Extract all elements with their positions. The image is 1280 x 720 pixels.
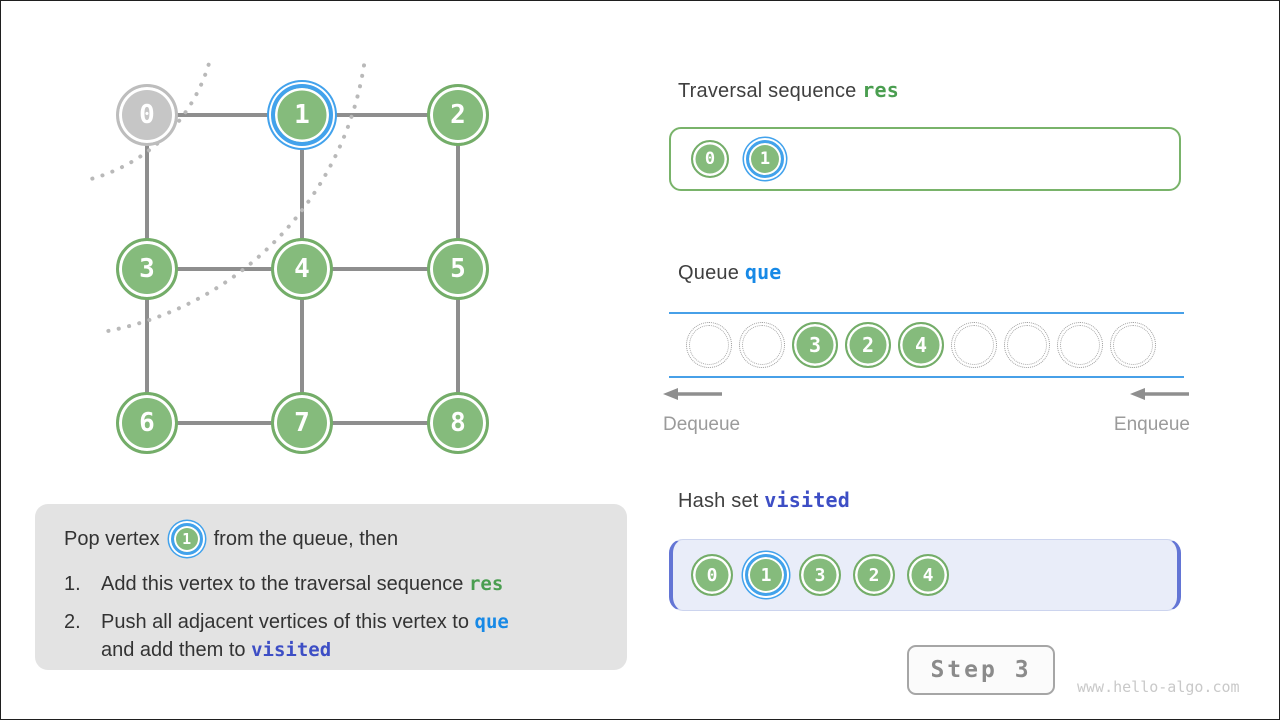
watermark: www.hello-algo.com (1077, 678, 1240, 696)
explanation-item-number: 2. (64, 611, 81, 633)
visited-item-2: 2 (853, 554, 895, 596)
enqueue-caption: Enqueue (1114, 387, 1190, 436)
explanation-list: 1. Add this vertex to the traversal seque… (64, 570, 609, 664)
explanation-item-text: Push all adjacent vertices of this verte… (101, 611, 509, 661)
que-variable-label: que (744, 260, 782, 284)
explanation-box: Pop vertex 1 from the queue, then 1. Add … (35, 504, 627, 670)
graph-vertex-2: 2 (427, 84, 489, 146)
graph-vertex-6: 6 (116, 392, 178, 454)
queue-header: Queue que (678, 260, 782, 285)
queue-empty-slot-1 (739, 322, 785, 368)
graph-vertex-8: 8 (427, 392, 489, 454)
intro-text-before: Pop vertex (64, 527, 160, 550)
graph-vertex-0: 0 (116, 84, 178, 146)
res-item-1: 1 (746, 140, 784, 178)
graph-vertex-7: 7 (271, 392, 333, 454)
popped-vertex-badge: 1 (170, 523, 203, 555)
visited-variable-label: visited (764, 488, 850, 512)
explanation-item-1: 1. Add this vertex to the traversal seque… (64, 570, 609, 598)
enqueue-arrow-icon (1130, 388, 1189, 400)
queue-empty-slot-8 (1110, 322, 1156, 368)
explanation-intro: Pop vertex 1 from the queue, then (64, 518, 609, 560)
bfs-wave-arc-2 (105, 63, 366, 334)
hash-set-title: Hash set (678, 490, 759, 512)
res-variable-label: res (862, 78, 900, 102)
dequeue-caption: Dequeue (663, 387, 740, 436)
visited-item-1: 1 (745, 554, 787, 596)
queue-item-4: 4 (898, 322, 944, 368)
intro-text-after: from the queue, then (213, 527, 399, 550)
queue-title: Queue (678, 262, 740, 284)
traversal-sequence-title: Traversal sequence (678, 80, 857, 102)
traversal-sequence-header: Traversal sequence res (678, 78, 899, 103)
queue-item-3: 3 (792, 322, 838, 368)
visited-item-3: 3 (799, 554, 841, 596)
dequeue-label: Dequeue (663, 414, 741, 435)
graph-vertex-4: 4 (271, 238, 333, 300)
queue-empty-slot-6 (1004, 322, 1050, 368)
res-item-0: 0 (691, 140, 729, 178)
explanation-item-text: Add this vertex to the traversal sequenc… (101, 573, 504, 595)
queue-empty-slot-5 (951, 322, 997, 368)
graph-vertex-3: 3 (116, 238, 178, 300)
queue-empty-slot-0 (686, 322, 732, 368)
explanation-item-number: 1. (64, 573, 81, 595)
enqueue-label: Enqueue (1113, 414, 1190, 435)
queue-empty-slot-7 (1057, 322, 1103, 368)
hash-set-header: Hash set visited (678, 488, 850, 513)
graph-panel: 0 1 2 3 4 5 6 7 8 (1, 1, 641, 501)
bfs-wave-arc-1 (85, 62, 211, 182)
queue-item-2: 2 (845, 322, 891, 368)
visited-item-4: 4 (907, 554, 949, 596)
graph-vertex-1: 1 (271, 84, 333, 146)
visited-item-0: 0 (691, 554, 733, 596)
queue-captions: Dequeue Enqueue (663, 387, 1190, 436)
explanation-item-2: 2. Push all adjacent vertices of this ver… (64, 608, 609, 664)
graph-vertex-5: 5 (427, 238, 489, 300)
step-button[interactable]: Step 3 (907, 645, 1055, 695)
dequeue-arrow-icon (663, 388, 722, 400)
